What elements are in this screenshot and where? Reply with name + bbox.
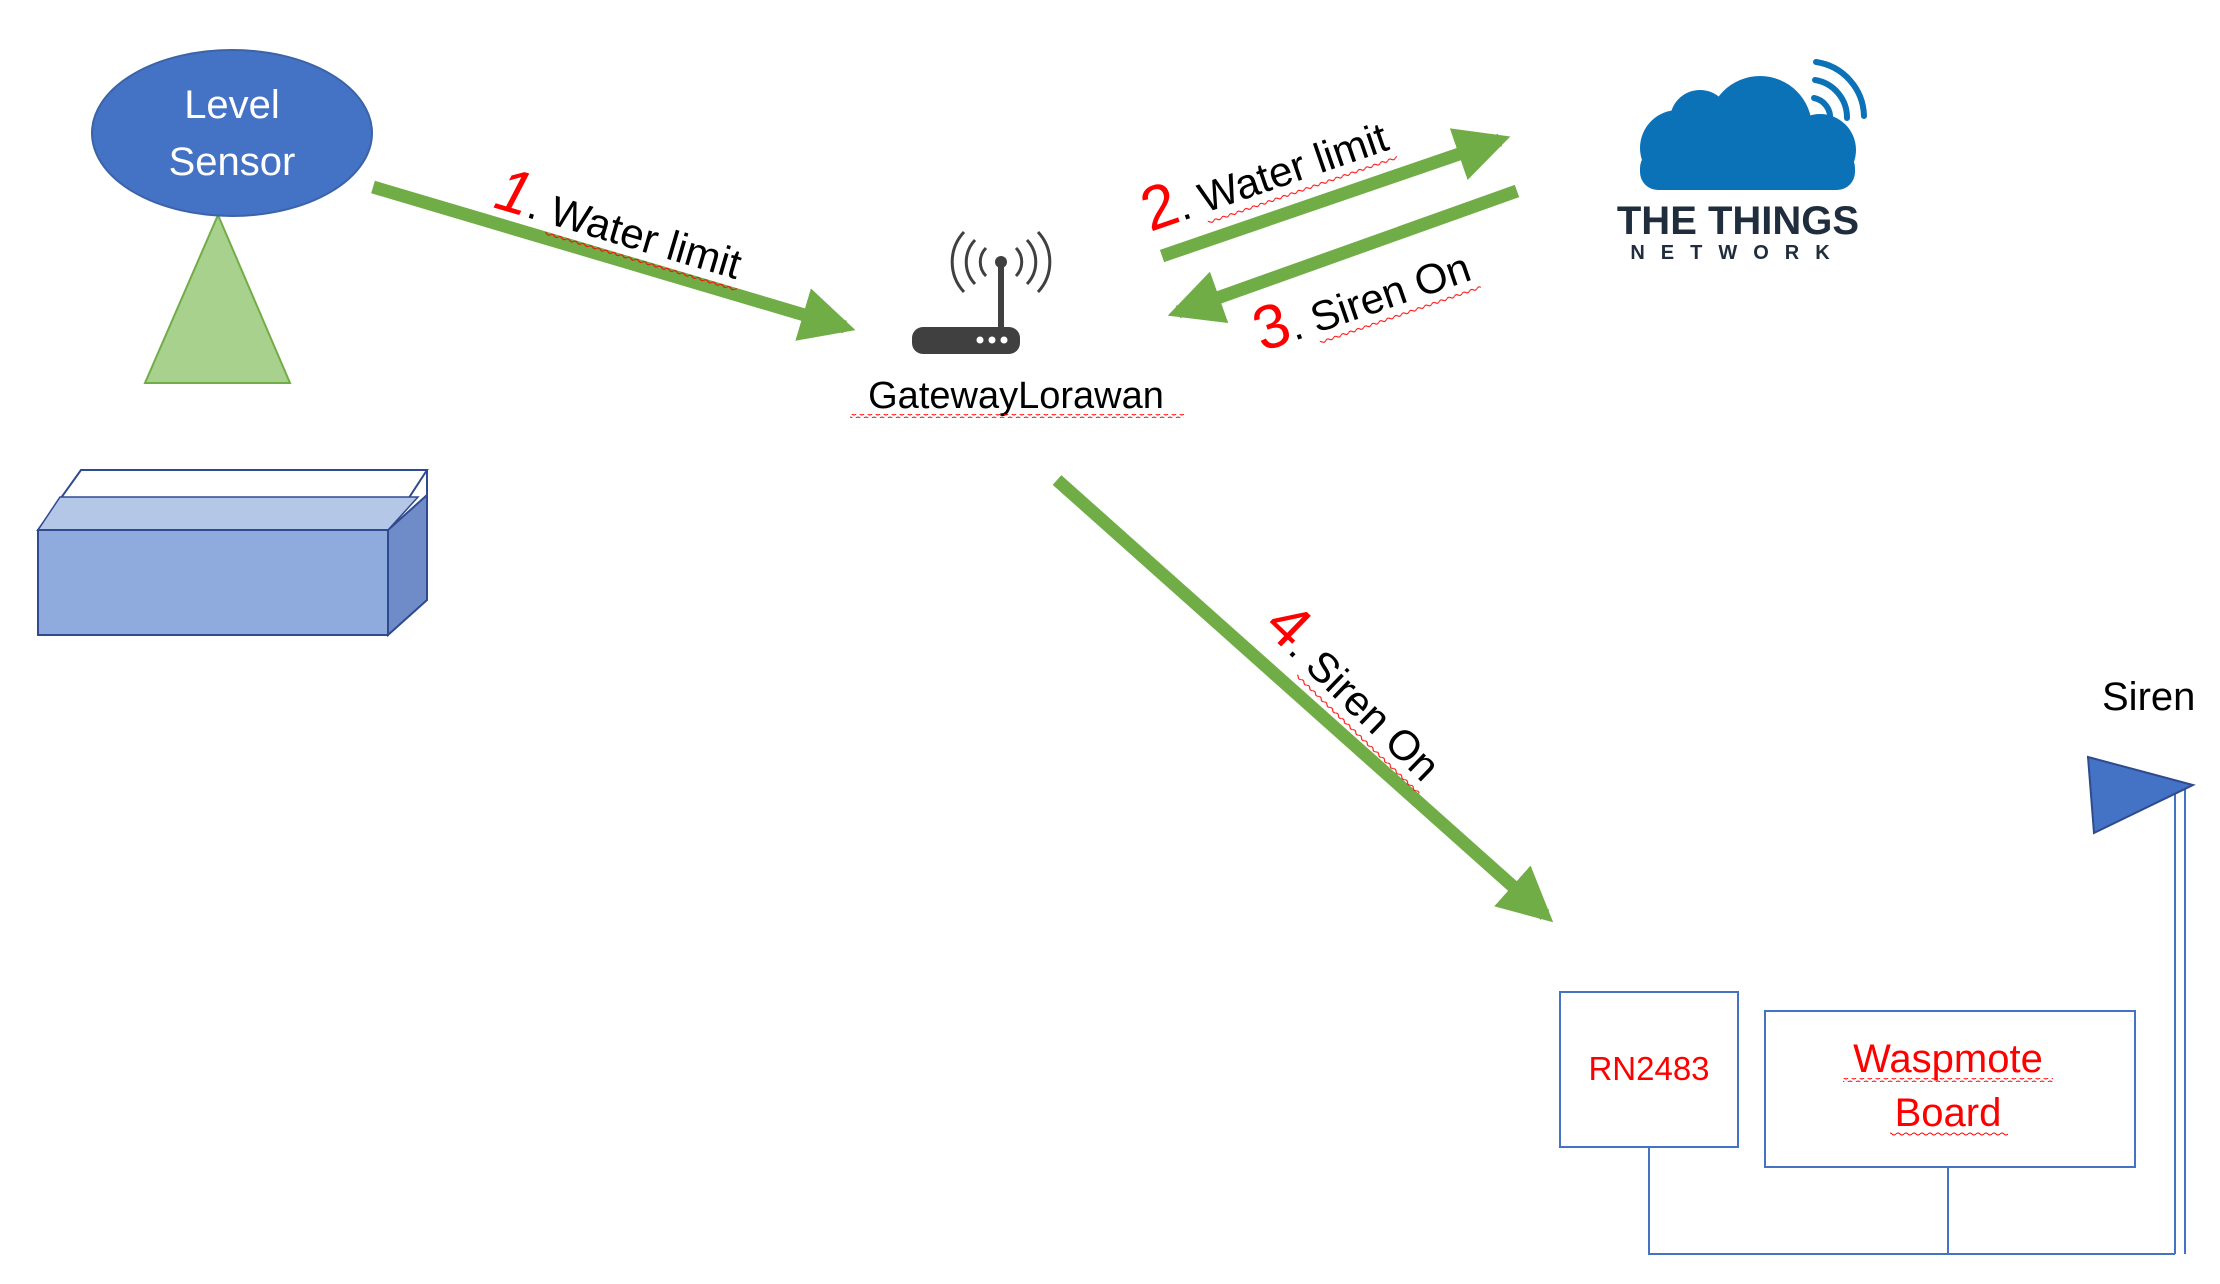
svg-text:1. Water limit: 1. Water limit [488,154,752,293]
waspmote-label-line2: Board [1895,1091,2002,1135]
end-node: RN2483 Waspmote Board [1559,991,2175,1255]
siren-label: Siren [2102,675,2195,719]
signal-icon [1811,59,1867,123]
arrow-step-1 [371,180,856,341]
level-sensor-bubble [91,49,373,217]
waspmote-box [1764,1010,2136,1168]
arrow-step-4 [1052,475,1554,923]
ttn-label-line2: NETWORK [1630,242,1845,264]
gateway: GatewayLorawan [850,230,1184,418]
waspmote-label-line1: Waspmote [1853,1037,2043,1081]
sensor-cone [143,212,292,384]
arrow-step-2 [1159,128,1511,263]
cloud-icon [1640,76,1856,190]
ttn-logo: THE THINGS NETWORK [1617,59,1867,264]
arrow-step-3 [1167,184,1520,324]
level-sensor-label-line1: Level [184,83,280,127]
water-tank [36,469,429,638]
step-4-label: 4. Siren On [1252,588,1461,796]
gateway-label: GatewayLorawan [868,375,1164,417]
router-icon [912,230,1052,354]
rn2483-label: RN2483 [1588,1050,1709,1087]
siren-flag [2086,755,2196,835]
level-sensor: Level Sensor [91,49,373,384]
wiring [1648,1147,2175,1255]
tank-water-surface [36,496,420,531]
tank-front [37,529,389,636]
ttn-label-line1: THE THINGS [1617,199,1859,243]
step-1-text: . Water limit [523,180,748,288]
level-sensor-label-line2: Sensor [169,140,296,184]
svg-text:4. Siren On: 4. Siren On [1252,588,1461,793]
step-1-label: 1. Water limit [488,154,752,293]
siren: Siren [2086,675,2196,1254]
rn2483-box [1559,991,1739,1148]
